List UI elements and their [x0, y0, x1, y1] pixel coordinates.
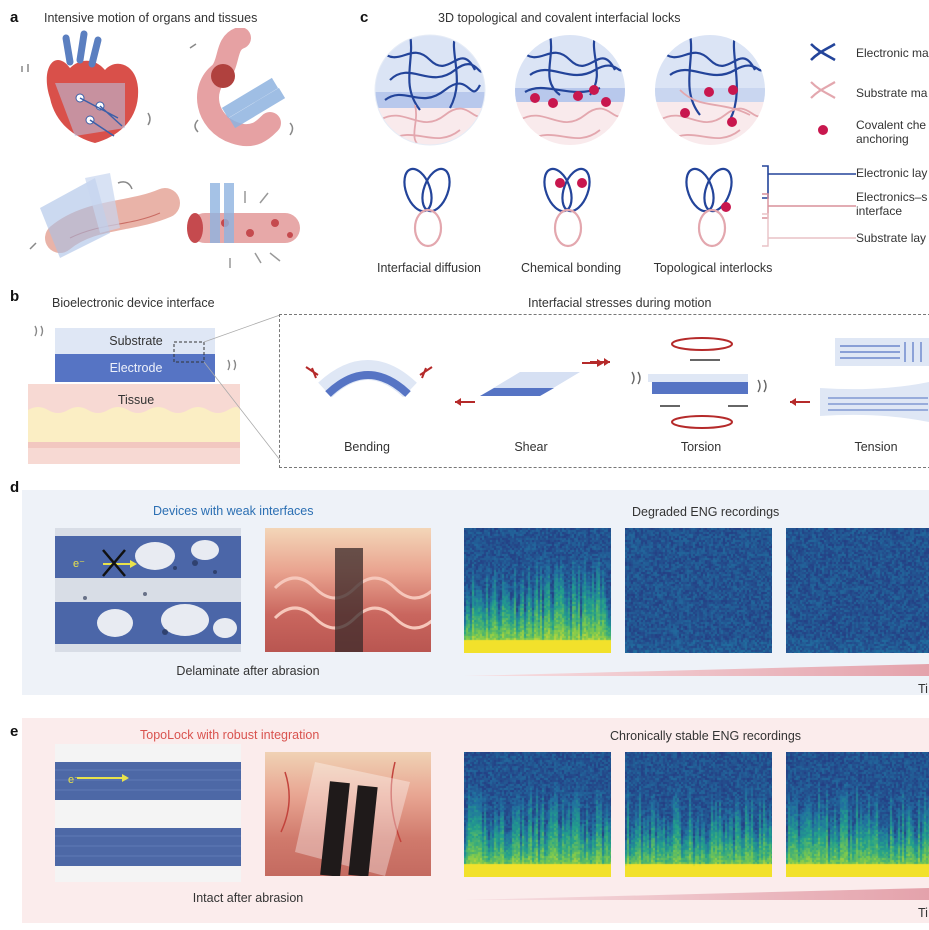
mechanism-label-interlocks: Topological interlocks [653, 261, 773, 275]
panel-e-title: TopoLock with robust integration [140, 728, 320, 742]
stable-spectrogram-2 [625, 752, 772, 877]
stress-label-torsion: Torsion [680, 440, 722, 454]
panel-c-title: 3D topological and covalent interfacial … [438, 11, 681, 25]
panel-d-caption: Delaminate after abrasion [176, 664, 320, 678]
loop-diagram-diffusion [403, 167, 451, 248]
mechanism-label-diffusion: Interfacial diffusion [377, 261, 481, 275]
layer-label-substrate: Substrate [109, 334, 163, 348]
device-interface-stack [28, 314, 281, 464]
stomach-illustration [189, 28, 294, 147]
topolock-tissue-photo [265, 752, 431, 876]
stable-spectrogram-3 [786, 752, 929, 877]
panel-d-letter: d [10, 479, 20, 496]
heart-illustration [21, 30, 151, 143]
loop-diagram-bonding [543, 167, 591, 248]
panel-e-recording-title: Chronically stable ENG recordings [610, 729, 802, 743]
panel-b-right-title: Interfacial stresses during motion [528, 296, 712, 310]
panel-a-illustrations [21, 28, 300, 268]
chemical-bonding-network [515, 35, 625, 145]
panel-d-title: Devices with weak interfaces [153, 504, 314, 518]
weak-interface-micrograph [55, 528, 241, 652]
panel-b-letter: b [10, 288, 20, 305]
panel-c-letter: c [360, 9, 369, 26]
layer-label-tissue: Tissue [117, 393, 155, 407]
stress-label-shear: Shear [514, 440, 548, 454]
stress-mode-illustrations [305, 337, 929, 429]
panel-e-caption: Intact after abrasion [192, 891, 304, 905]
time-wedge-d [464, 664, 929, 676]
loop-diagram-interlock [685, 167, 733, 248]
stress-modes-box [279, 314, 929, 468]
electron-label-topolock: e⁻ [68, 774, 80, 786]
time-wedge-e [464, 888, 929, 900]
degraded-spectrogram-2 [625, 528, 772, 653]
layer-label-electrode: Electrode [109, 361, 163, 375]
stress-label-bending: Bending [344, 440, 390, 454]
legend-electronic-material: Electronic ma [856, 46, 929, 60]
vessel-illustration [187, 183, 300, 268]
topological-interlock-network [655, 35, 765, 145]
time-axis-label-e: Ti [918, 906, 928, 920]
degraded-spectrogram-1 [464, 528, 611, 653]
intestine-illustration [29, 173, 180, 258]
interfacial-diffusion-network [375, 35, 485, 145]
panel-c-legend-symbols [810, 42, 836, 135]
mechanism-label-bonding: Chemical bonding [520, 261, 622, 275]
legend-electronic-layer: Electronic lay [856, 166, 928, 180]
electron-label-weak: e⁻ [73, 558, 85, 570]
stress-label-tension: Tension [854, 440, 898, 454]
topolock-micrograph [55, 744, 241, 882]
panel-c-lock-diagrams [374, 34, 765, 248]
degraded-spectrogram-3 [786, 528, 929, 653]
panel-a-title: Intensive motion of organs and tissues [44, 11, 258, 25]
stable-spectrogram-1 [464, 752, 611, 877]
panel-a-letter: a [10, 9, 19, 26]
weak-interface-tissue-photo [265, 528, 431, 652]
panel-b-left-title: Bioelectronic device interface [52, 296, 215, 310]
legend-substrate-material: Substrate ma [856, 86, 928, 100]
time-axis-label-d: Ti [918, 682, 928, 696]
legend-covalent-anchoring: Covalent che anchoring [856, 118, 927, 146]
legend-substrate-layer: Substrate lay [856, 231, 927, 245]
panel-e-letter: e [10, 723, 19, 740]
layer-bracket-lines [762, 165, 856, 247]
arrow-icon [582, 359, 604, 367]
legend-interface: Electronics–s interface [856, 190, 928, 218]
panel-d-recording-title: Degraded ENG recordings [632, 505, 780, 519]
